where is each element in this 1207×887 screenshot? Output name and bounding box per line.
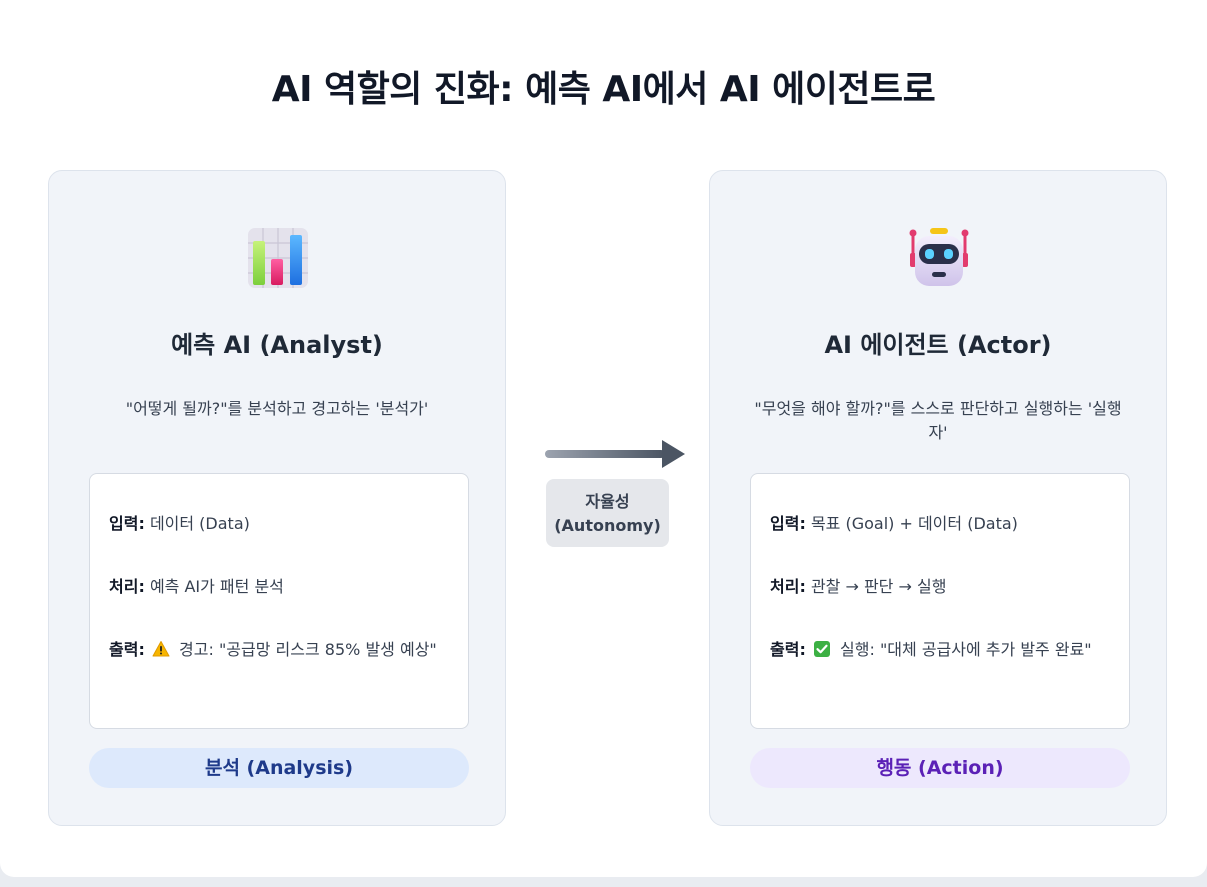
output-value: 경고: "공급망 리스크 85% 발생 예상" — [179, 640, 437, 659]
output-row: 출력: 경고: "공급망 리스크 85% 발생 예상" — [109, 636, 452, 664]
ai-agent-card: AI 에이전트 (Actor) "무엇을 해야 할까?"를 스스로 판단하고 실… — [709, 170, 1167, 826]
detail-box: 입력: 목표 (Goal) + 데이터 (Data) 처리: 관찰 → 판단 →… — [750, 473, 1130, 729]
output-label: 출력: — [770, 640, 806, 659]
input-value: 목표 (Goal) + 데이터 (Data) — [810, 514, 1018, 533]
bar-chart-icon — [247, 227, 309, 289]
arrow-right-icon — [545, 438, 685, 470]
card-description: "무엇을 해야 할까?"를 스스로 판단하고 실행하는 '실행자' — [754, 399, 1122, 442]
input-label: 입력: — [770, 514, 806, 533]
card-title: AI 에이전트 (Actor) — [824, 331, 1052, 359]
input-label: 입력: — [109, 514, 145, 533]
output-row: 출력: 실행: "대체 공급사에 추가 발주 완료" — [770, 636, 1113, 664]
input-row: 입력: 목표 (Goal) + 데이터 (Data) — [770, 510, 1113, 538]
card-title: 예측 AI (Analyst) — [171, 331, 383, 359]
input-row: 입력: 데이터 (Data) — [109, 510, 452, 538]
check-icon — [813, 639, 831, 657]
process-label: 처리: — [770, 577, 806, 596]
analysis-badge: 분석 (Analysis) — [89, 748, 469, 788]
process-value: 관찰 → 판단 → 실행 — [810, 577, 947, 596]
output-value: 실행: "대체 공급사에 추가 발주 완료" — [840, 640, 1092, 659]
autonomy-label-ko: 자율성 — [585, 492, 630, 511]
output-label: 출력: — [109, 640, 145, 659]
warning-icon — [152, 639, 170, 657]
input-value: 데이터 (Data) — [149, 514, 250, 533]
autonomy-label-en: (Autonomy) — [554, 516, 661, 535]
page-title: AI 역할의 진화: 예측 AI에서 AI 에이전트로 — [271, 69, 936, 110]
detail-box: 입력: 데이터 (Data) 처리: 예측 AI가 패턴 분석 출력: 경고: … — [89, 473, 469, 729]
process-row: 처리: 관찰 → 판단 → 실행 — [770, 573, 1113, 601]
predictive-ai-card: 예측 AI (Analyst) "어떻게 될까?"를 분석하고 경고하는 '분석… — [48, 170, 506, 826]
autonomy-label: 자율성 (Autonomy) — [546, 479, 669, 547]
process-label: 처리: — [109, 577, 145, 596]
card-description: "어떻게 될까?"를 분석하고 경고하는 '분석가' — [125, 399, 429, 418]
process-value: 예측 AI가 패턴 분석 — [149, 577, 284, 596]
action-badge: 행동 (Action) — [750, 748, 1130, 788]
process-row: 처리: 예측 AI가 패턴 분석 — [109, 573, 452, 601]
robot-icon — [908, 227, 970, 289]
